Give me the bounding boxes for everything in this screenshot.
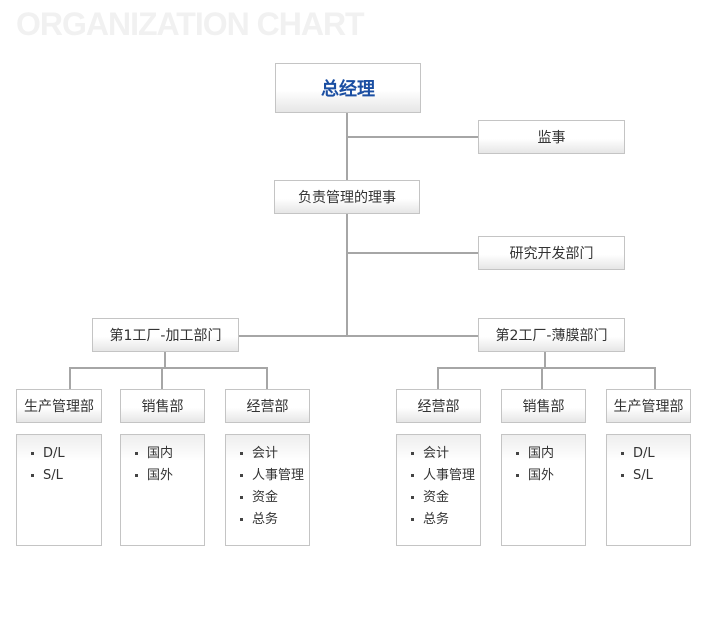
list-f2-dept-management: 会计 人事管理 资金 总务 — [396, 434, 481, 546]
list-item: 人事管理 — [226, 465, 309, 487]
chart-title-watermark: ORGANIZATION CHART — [16, 6, 365, 42]
list-item: 总务 — [226, 509, 309, 531]
node-rnd: 研究开发部门 — [478, 236, 625, 270]
node-f1-dept-management: 经营部 — [225, 389, 310, 423]
node-director: 负责管理的理事 — [274, 180, 420, 214]
node-f2-dept-sales: 销售部 — [501, 389, 586, 423]
list-item: 资金 — [397, 487, 480, 509]
node-supervisor: 监事 — [478, 120, 625, 154]
node-factory-2: 第2工厂-薄膜部门 — [478, 318, 625, 352]
list-item: 资金 — [226, 487, 309, 509]
list-item: 国外 — [121, 465, 204, 487]
node-factory-1: 第1工厂-加工部门 — [92, 318, 239, 352]
list-f2-dept-production: D/L S/L — [606, 434, 691, 546]
list-f1-dept-sales: 国内 国外 — [120, 434, 205, 546]
list-item: D/L — [607, 443, 690, 465]
list-f1-dept-production: D/L S/L — [16, 434, 102, 546]
node-f2-dept-management: 经营部 — [396, 389, 481, 423]
node-f1-dept-sales: 销售部 — [120, 389, 205, 423]
list-item: 国内 — [121, 443, 204, 465]
list-f1-dept-management: 会计 人事管理 资金 总务 — [225, 434, 310, 546]
list-item: S/L — [607, 465, 690, 487]
node-f1-dept-production: 生产管理部 — [16, 389, 102, 423]
list-item: 会计 — [226, 443, 309, 465]
list-f2-dept-sales: 国内 国外 — [501, 434, 586, 546]
list-item: S/L — [17, 465, 101, 487]
list-item: D/L — [17, 443, 101, 465]
list-item: 国外 — [502, 465, 585, 487]
list-item: 国内 — [502, 443, 585, 465]
list-item: 总务 — [397, 509, 480, 531]
list-item: 会计 — [397, 443, 480, 465]
list-item: 人事管理 — [397, 465, 480, 487]
node-general-manager: 总经理 — [275, 63, 421, 113]
node-f2-dept-production: 生产管理部 — [606, 389, 691, 423]
